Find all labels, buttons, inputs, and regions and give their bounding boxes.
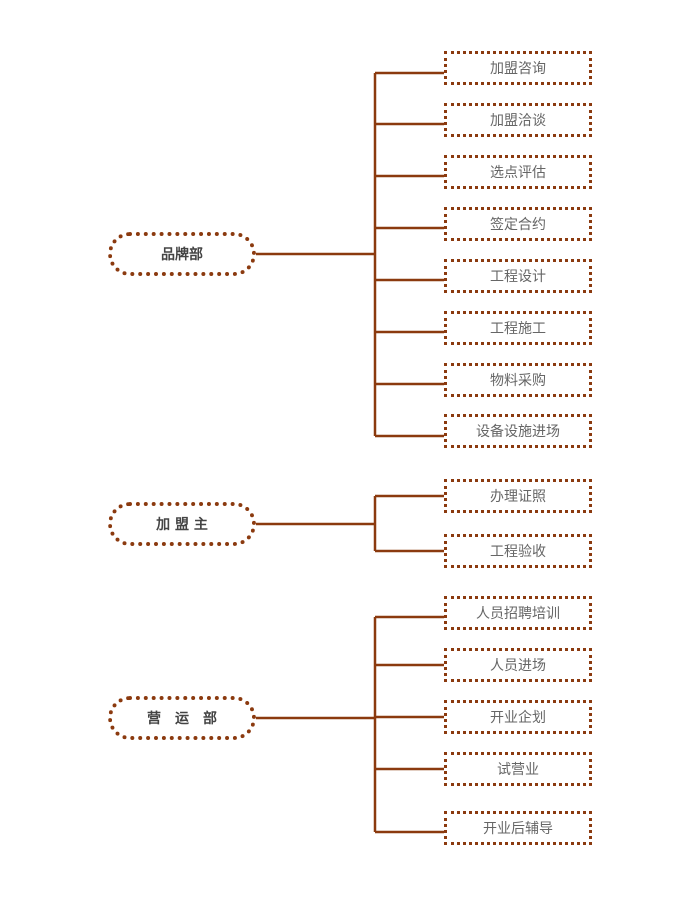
- task-label: 人员进场: [490, 658, 546, 674]
- task-label: 工程验收: [490, 544, 546, 560]
- task-node: 开业企划: [444, 700, 592, 734]
- task-node: 开业后辅导: [444, 811, 592, 845]
- task-label: 设备设施进场: [476, 424, 560, 440]
- task-label: 工程设计: [490, 269, 546, 285]
- task-node: 人员进场: [444, 648, 592, 682]
- task-node: 工程验收: [444, 534, 592, 568]
- group-label: 营 运 部: [147, 711, 217, 727]
- task-label: 签定合约: [490, 217, 546, 233]
- task-label: 开业企划: [490, 710, 546, 726]
- task-label: 人员招聘培训: [476, 606, 560, 622]
- task-node: 加盟洽谈: [444, 103, 592, 137]
- task-label: 物料采购: [490, 373, 546, 389]
- task-label: 办理证照: [490, 489, 546, 505]
- task-node: 设备设施进场: [444, 414, 592, 448]
- task-label: 加盟咨询: [490, 61, 546, 77]
- task-node: 人员招聘培训: [444, 596, 592, 630]
- task-label: 加盟洽谈: [490, 113, 546, 129]
- task-label: 选点评估: [490, 165, 546, 181]
- task-label: 试营业: [497, 762, 539, 778]
- task-node: 物料采购: [444, 363, 592, 397]
- task-node: 工程设计: [444, 259, 592, 293]
- group-node-operations: 营 运 部: [108, 696, 256, 740]
- task-node: 办理证照: [444, 479, 592, 513]
- task-node: 签定合约: [444, 207, 592, 241]
- task-label: 工程施工: [490, 321, 546, 337]
- task-node: 工程施工: [444, 311, 592, 345]
- group-label: 加 盟 主: [156, 517, 208, 533]
- task-node: 加盟咨询: [444, 51, 592, 85]
- task-label: 开业后辅导: [483, 821, 553, 837]
- group-node-brand: 品牌部: [108, 232, 256, 276]
- group-label: 品牌部: [161, 247, 203, 263]
- task-node: 试营业: [444, 752, 592, 786]
- group-node-franchisee: 加 盟 主: [108, 502, 256, 546]
- task-node: 选点评估: [444, 155, 592, 189]
